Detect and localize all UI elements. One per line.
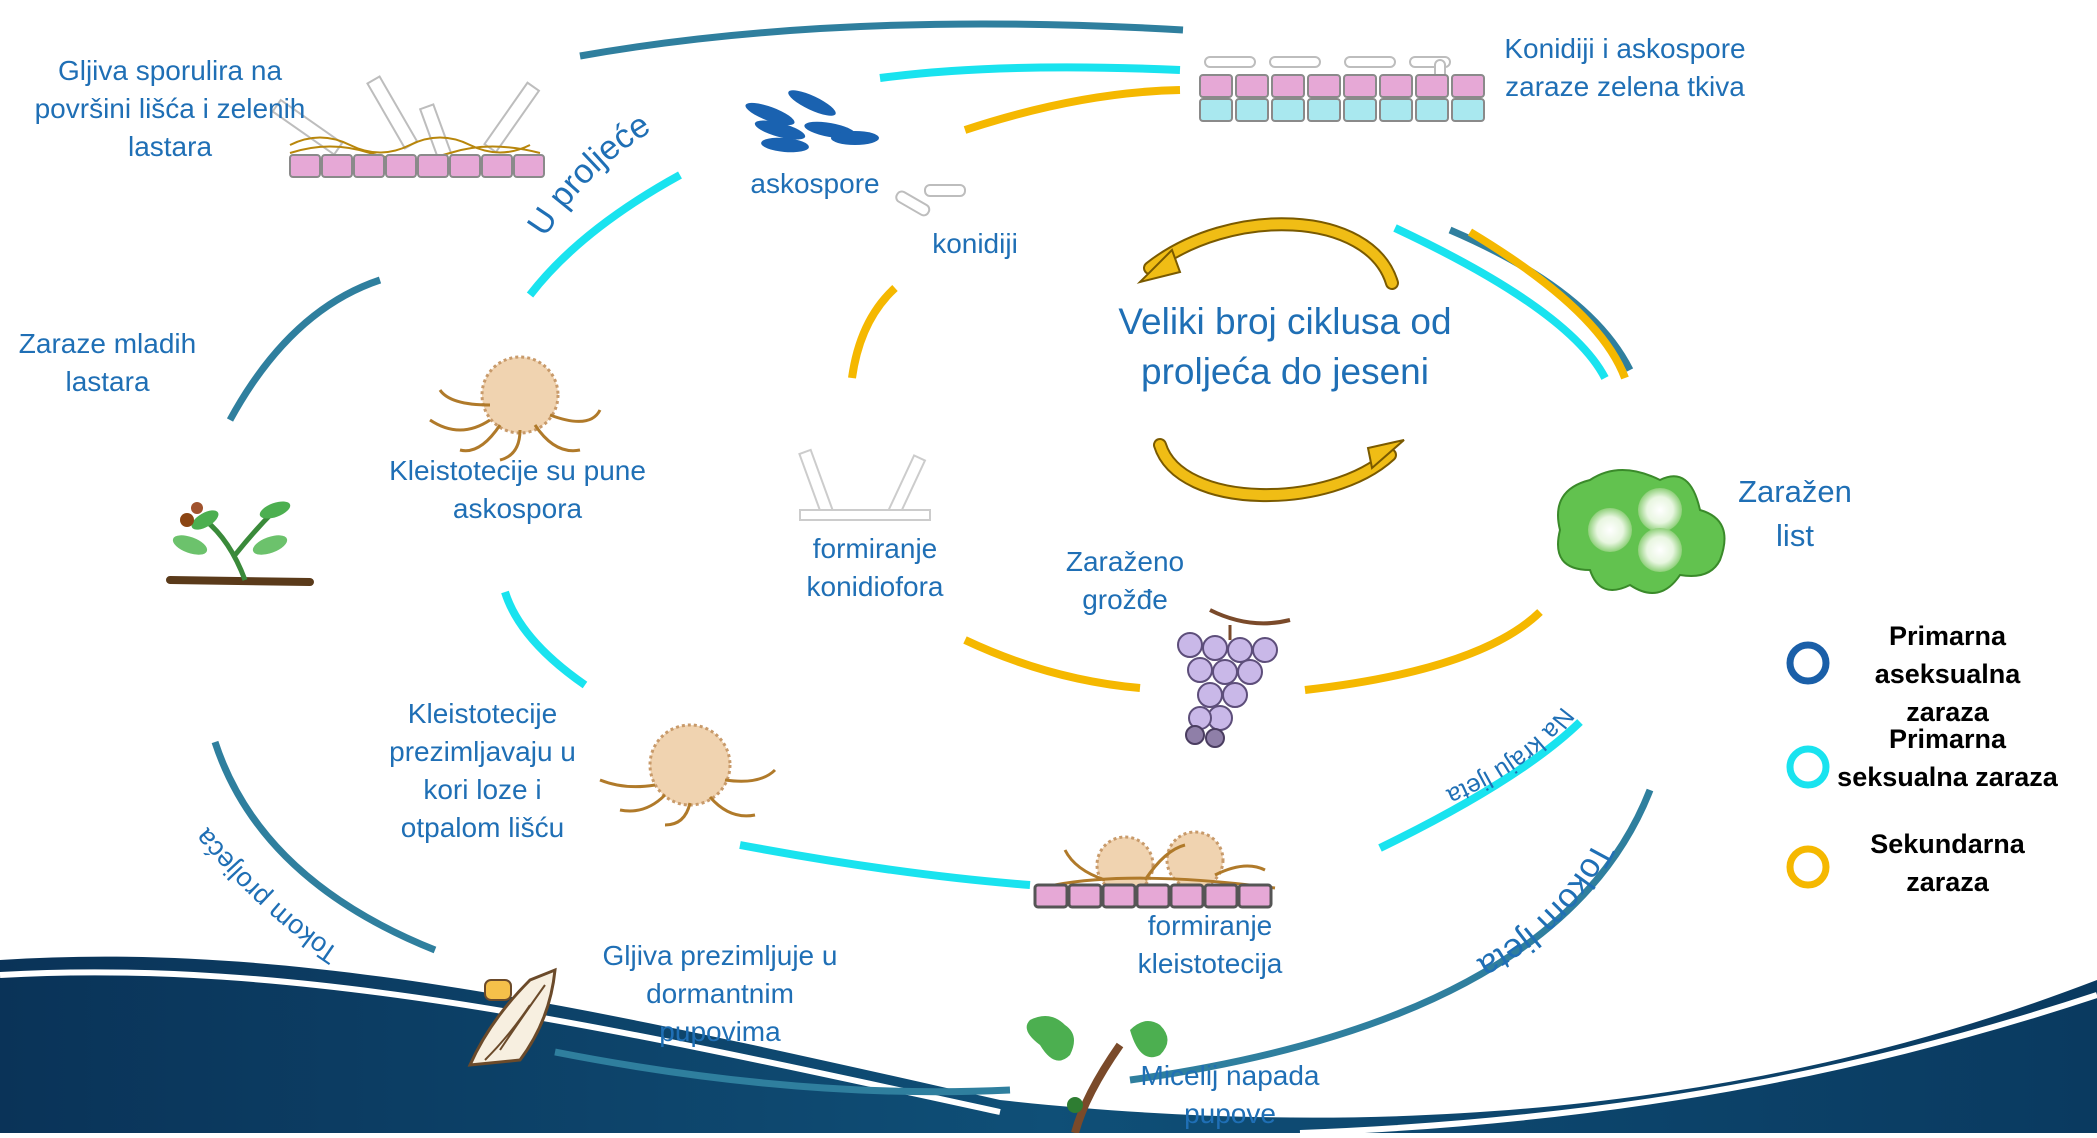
label-young-shoots: Zaraze mladih lastara	[18, 328, 197, 397]
sporulating-tissue-icon	[271, 75, 545, 178]
legend-label-primary-sexual: Primarna seksualna zaraza	[1837, 724, 2058, 792]
label-fungus-overwinters: Gljiva prezimljuje u dormantnim pupovima	[602, 940, 838, 1047]
center-cycle-text: Veliki broj ciklusa od proljeća do jesen…	[1118, 301, 1452, 392]
young-shoot-icon	[166, 501, 314, 586]
season-end-of-summer-text: Na kraju ljeta	[1443, 702, 1580, 810]
label-conidiophore-formation: formiranje konidiofora	[806, 533, 944, 602]
infected-tissue-icon	[1199, 56, 1485, 122]
label-infected-grapes: Zaraženo grožđe	[1065, 546, 1185, 615]
label-cleistothecia-full: Kleistotecije su pune askospora	[389, 455, 646, 524]
legend-markers	[1786, 641, 1830, 889]
season-end-of-summer-label: Na kraju ljeta	[1443, 702, 1580, 810]
label-sporulation: Gljiva sporulira na površini lišća i zel…	[34, 55, 306, 162]
label-infected-leaf: Zaražen list	[1738, 474, 1852, 553]
ascospores-icon	[745, 90, 879, 153]
cleistothecium-icon	[1033, 830, 1276, 909]
legend-label-secondary: Sekundarna zaraza	[1870, 829, 2025, 897]
legend-marker-primary-sexual	[1786, 745, 1830, 789]
legend-marker-secondary	[1786, 845, 1830, 889]
season-during-spring-label: Tokom proljeća	[188, 822, 343, 970]
vine-shoot-icon	[1026, 1016, 1168, 1135]
legend-label-primary-asexual: Primarna aseksualna zaraza	[1874, 621, 2021, 727]
label-cleistothecia-overwinter: Kleistotecije prezimljavaju u kori loze …	[389, 698, 576, 843]
label-green-tissue-infection: Konidiji i askospore zaraze zelena tkiva	[1504, 33, 1746, 102]
season-during-summer-text: Tokom ljeta	[1472, 836, 1621, 986]
label-ascospores: askospore	[750, 168, 880, 199]
grape-bunch-icon	[1177, 608, 1291, 748]
infected-leaf-icon	[1557, 469, 1726, 594]
label-conidia: konidiji	[932, 228, 1018, 259]
legend-marker-primary-asexual	[1786, 641, 1830, 685]
season-during-spring-text: Tokom proljeća	[188, 822, 343, 970]
cleistothecium-icon	[429, 355, 602, 462]
dormant-bud-icon	[467, 967, 557, 1067]
conidia-icon	[895, 184, 966, 217]
label-cleistothecia-formation: formiranje kleistotecija	[1137, 910, 1283, 979]
conidiophore-icon	[798, 448, 931, 521]
inner-ring-secondary	[848, 86, 1629, 694]
cleistothecium-icon	[599, 723, 777, 827]
cycle-arrows-icon	[1136, 217, 1405, 502]
label-mycelium-attacks-buds: Micelij napada pupove	[1140, 1060, 1320, 1129]
middle-ring-primary-sexual	[501, 63, 1609, 889]
season-during-summer-label: Tokom ljeta	[1472, 836, 1621, 986]
outer-ring-primary-asexual	[211, 20, 1654, 1096]
